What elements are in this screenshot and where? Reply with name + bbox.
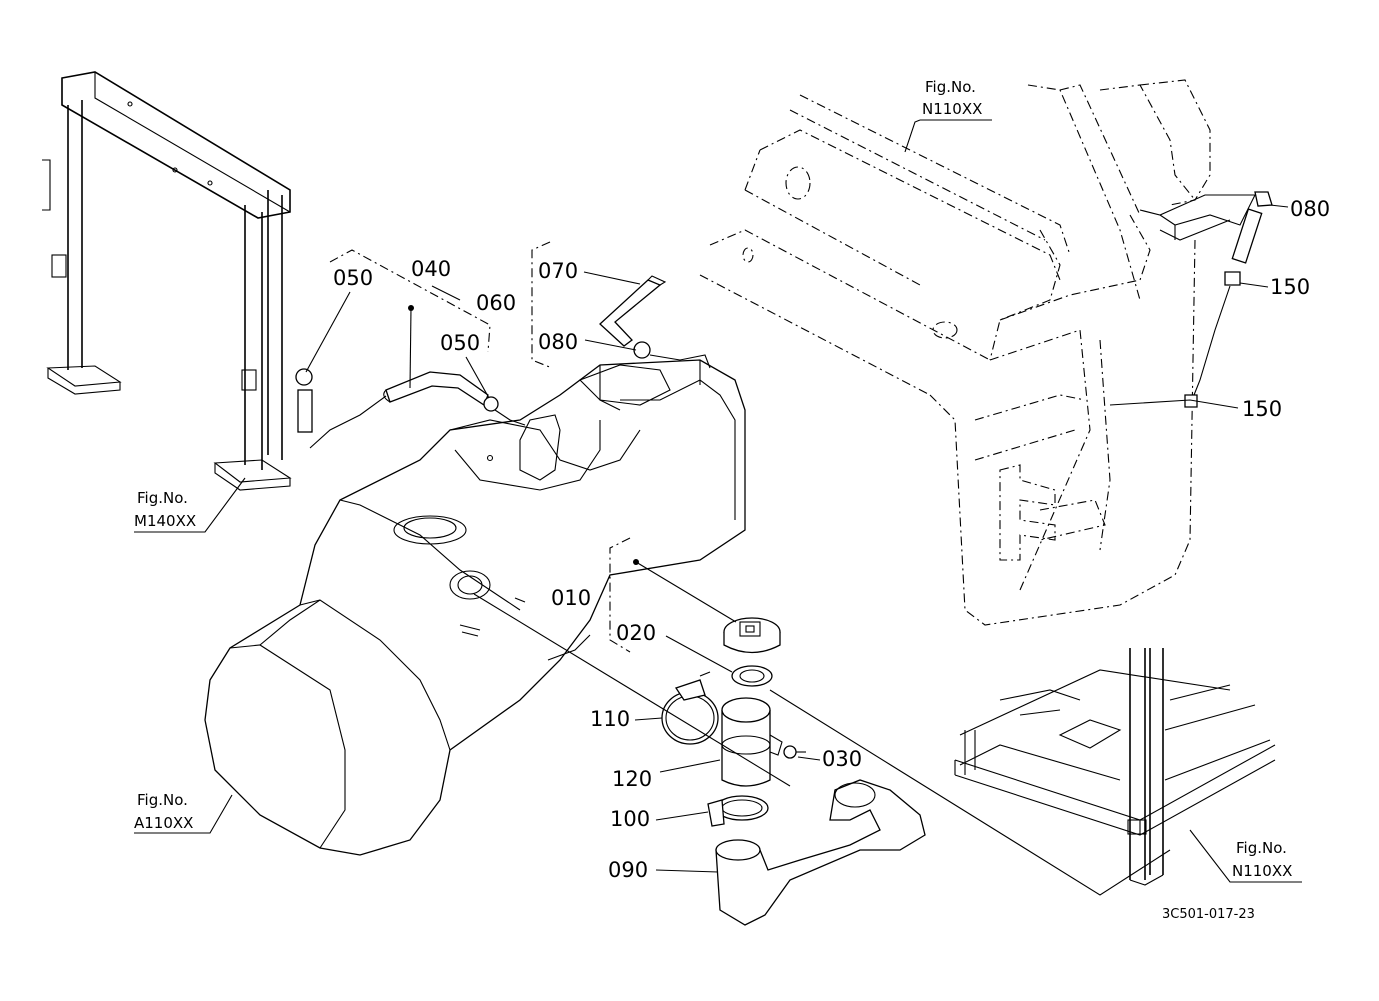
hose-070 xyxy=(599,275,711,369)
label-060: 060 xyxy=(476,291,516,315)
label-030: 030 xyxy=(822,747,862,771)
group-bracket-040 xyxy=(329,249,491,353)
label-070: 070 xyxy=(538,259,578,283)
fig-ref-bottom-right-prefix: Fig.No. xyxy=(1236,839,1287,857)
fig-ref-bottom-left-code: A110XX xyxy=(134,814,193,832)
band-clamp-100 xyxy=(707,795,769,827)
fig-ref-top-code: N110XX xyxy=(922,100,982,118)
fuel-tank xyxy=(204,359,746,856)
group-bracket-060 xyxy=(531,241,553,369)
fig-ref-bottom-left-prefix: Fig.No. xyxy=(137,791,188,809)
label-080-right: 080 xyxy=(1290,197,1330,221)
fig-ref-bottom-right-code: N110XX xyxy=(1232,862,1292,880)
filler-neck-120 xyxy=(721,697,783,787)
drawing-code: 3C501-017-23 xyxy=(1162,907,1255,922)
fig-ref-left-code: M140XX xyxy=(134,512,196,530)
screw-030 xyxy=(783,745,806,759)
label-020: 020 xyxy=(616,621,656,645)
fuel-cap-010 xyxy=(723,617,781,654)
label-110: 110 xyxy=(590,707,630,731)
fig-ref-left-prefix: Fig.No. xyxy=(137,489,188,507)
label-050-left: 050 xyxy=(333,266,373,290)
label-100: 100 xyxy=(610,807,650,831)
label-050-right: 050 xyxy=(440,331,480,355)
hose-080-right xyxy=(1184,191,1273,408)
band-clamp-110 xyxy=(661,671,719,745)
label-090: 090 xyxy=(608,858,648,882)
label-150-upper: 150 xyxy=(1270,275,1310,299)
label-150-lower: 150 xyxy=(1242,397,1282,421)
floor-frame-inset xyxy=(954,648,1276,886)
fig-ref-top-prefix: Fig.No. xyxy=(925,78,976,96)
cab-frame xyxy=(699,79,1256,626)
gasket-020 xyxy=(731,665,773,687)
leader-lines xyxy=(134,119,1302,896)
label-010: 010 xyxy=(551,586,591,610)
label-040: 040 xyxy=(411,257,451,281)
label-080-left: 080 xyxy=(538,330,578,354)
hose-090 xyxy=(715,779,926,926)
rops-frame xyxy=(42,71,292,491)
label-120: 120 xyxy=(612,767,652,791)
hose-040 xyxy=(295,368,526,449)
